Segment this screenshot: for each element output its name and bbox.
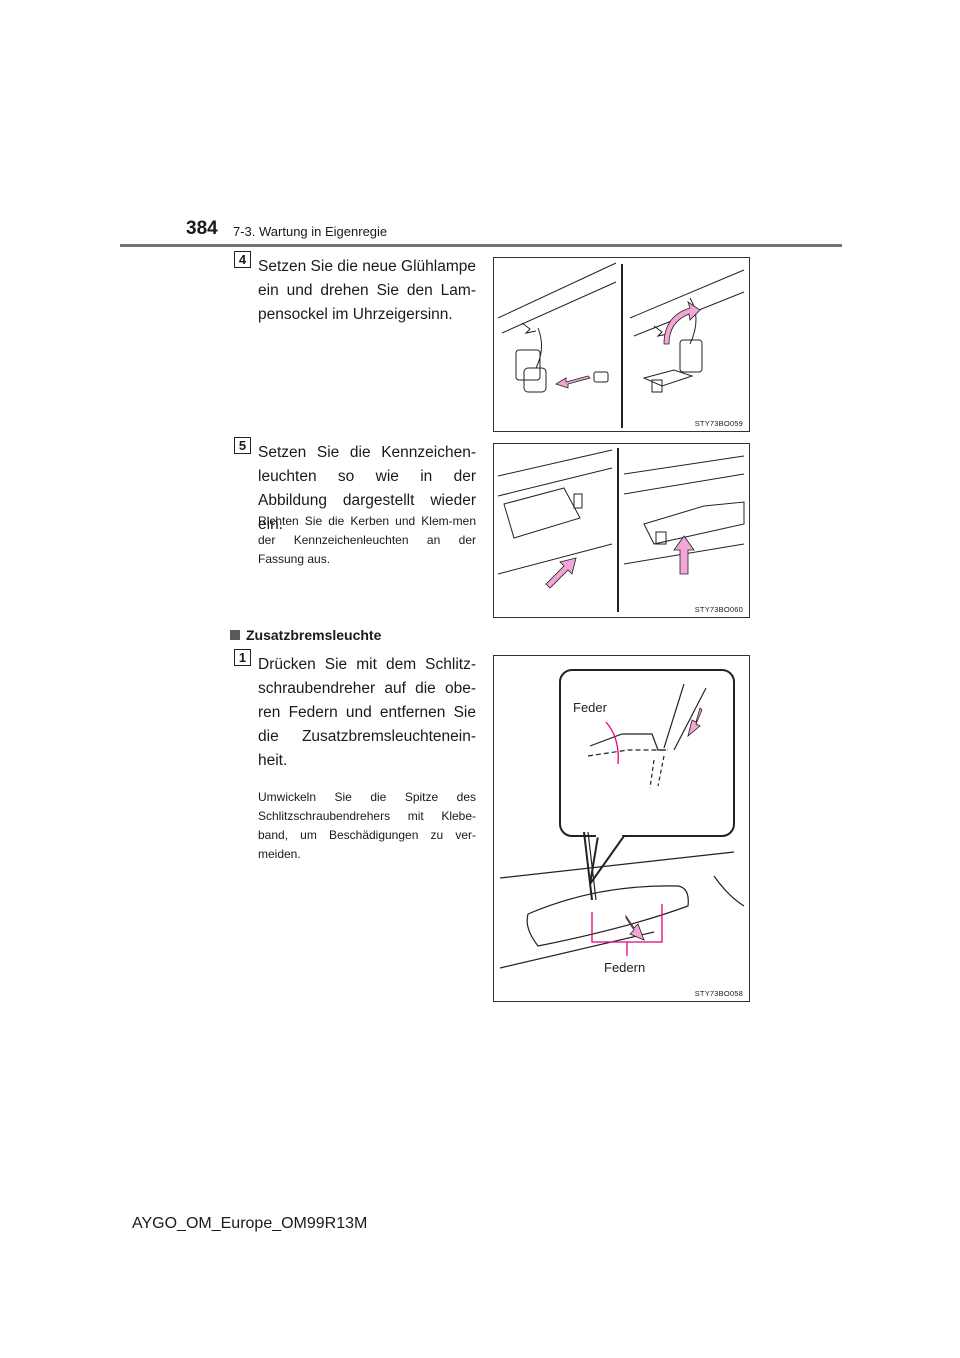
- figure-code: STY73BO060: [694, 605, 743, 614]
- detail-callout: [559, 669, 735, 837]
- label-federn: Federn: [604, 960, 645, 975]
- figure-code: STY73BO059: [694, 419, 743, 428]
- subsection-title: Zusatzbremsleuchte: [246, 627, 382, 643]
- bulb-install-illustration: [497, 262, 745, 428]
- step-1-note: Umwickeln Sie die Spitze des Schlitzschr…: [258, 790, 476, 861]
- rotate-arrow: [663, 301, 701, 345]
- push-arrow: [673, 535, 695, 575]
- step-badge-4: 4: [234, 251, 251, 268]
- step-badge-1: 1: [234, 649, 251, 666]
- square-bullet-icon: [230, 630, 240, 640]
- brake-light-illustration: Feder Federn: [499, 669, 745, 975]
- insert-arrow: [545, 557, 577, 589]
- step-5-note: Richten Sie die Kerben und Klem-men der …: [258, 514, 476, 566]
- press-arrow: [687, 707, 703, 738]
- figure-lamp-reinstall: STY73BO060: [493, 443, 750, 618]
- step-4-text: Setzen Sie die neue Glühlampe ein und dr…: [258, 258, 477, 323]
- document-id: AYGO_OM_Europe_OM99R13M: [132, 1215, 368, 1232]
- callout-lines: [591, 721, 663, 956]
- direction-arrow: [555, 375, 591, 389]
- step-badge-5: 5: [234, 437, 251, 454]
- step-1-text: Drücken Sie mit dem Schlitz-schraubendre…: [258, 656, 476, 769]
- figure-bulb-install: STY73BO059: [493, 257, 750, 432]
- lamp-reinstall-illustration: [497, 448, 745, 612]
- section-title: 7-3. Wartung in Eigenregie: [233, 224, 388, 239]
- figure-brake-light-removal: Feder Federn STY73BO058: [493, 655, 750, 1002]
- subsection-heading: Zusatzbremsleuchte: [230, 627, 381, 643]
- step-5-text: Setzen Sie die Kennzeichen-leuchten so w…: [258, 444, 476, 533]
- page-number: 384: [186, 218, 218, 239]
- header-rule: [120, 244, 842, 247]
- remove-arrow: [625, 914, 645, 941]
- figure-code: STY73BO058: [694, 989, 743, 998]
- label-feder: Feder: [573, 700, 608, 715]
